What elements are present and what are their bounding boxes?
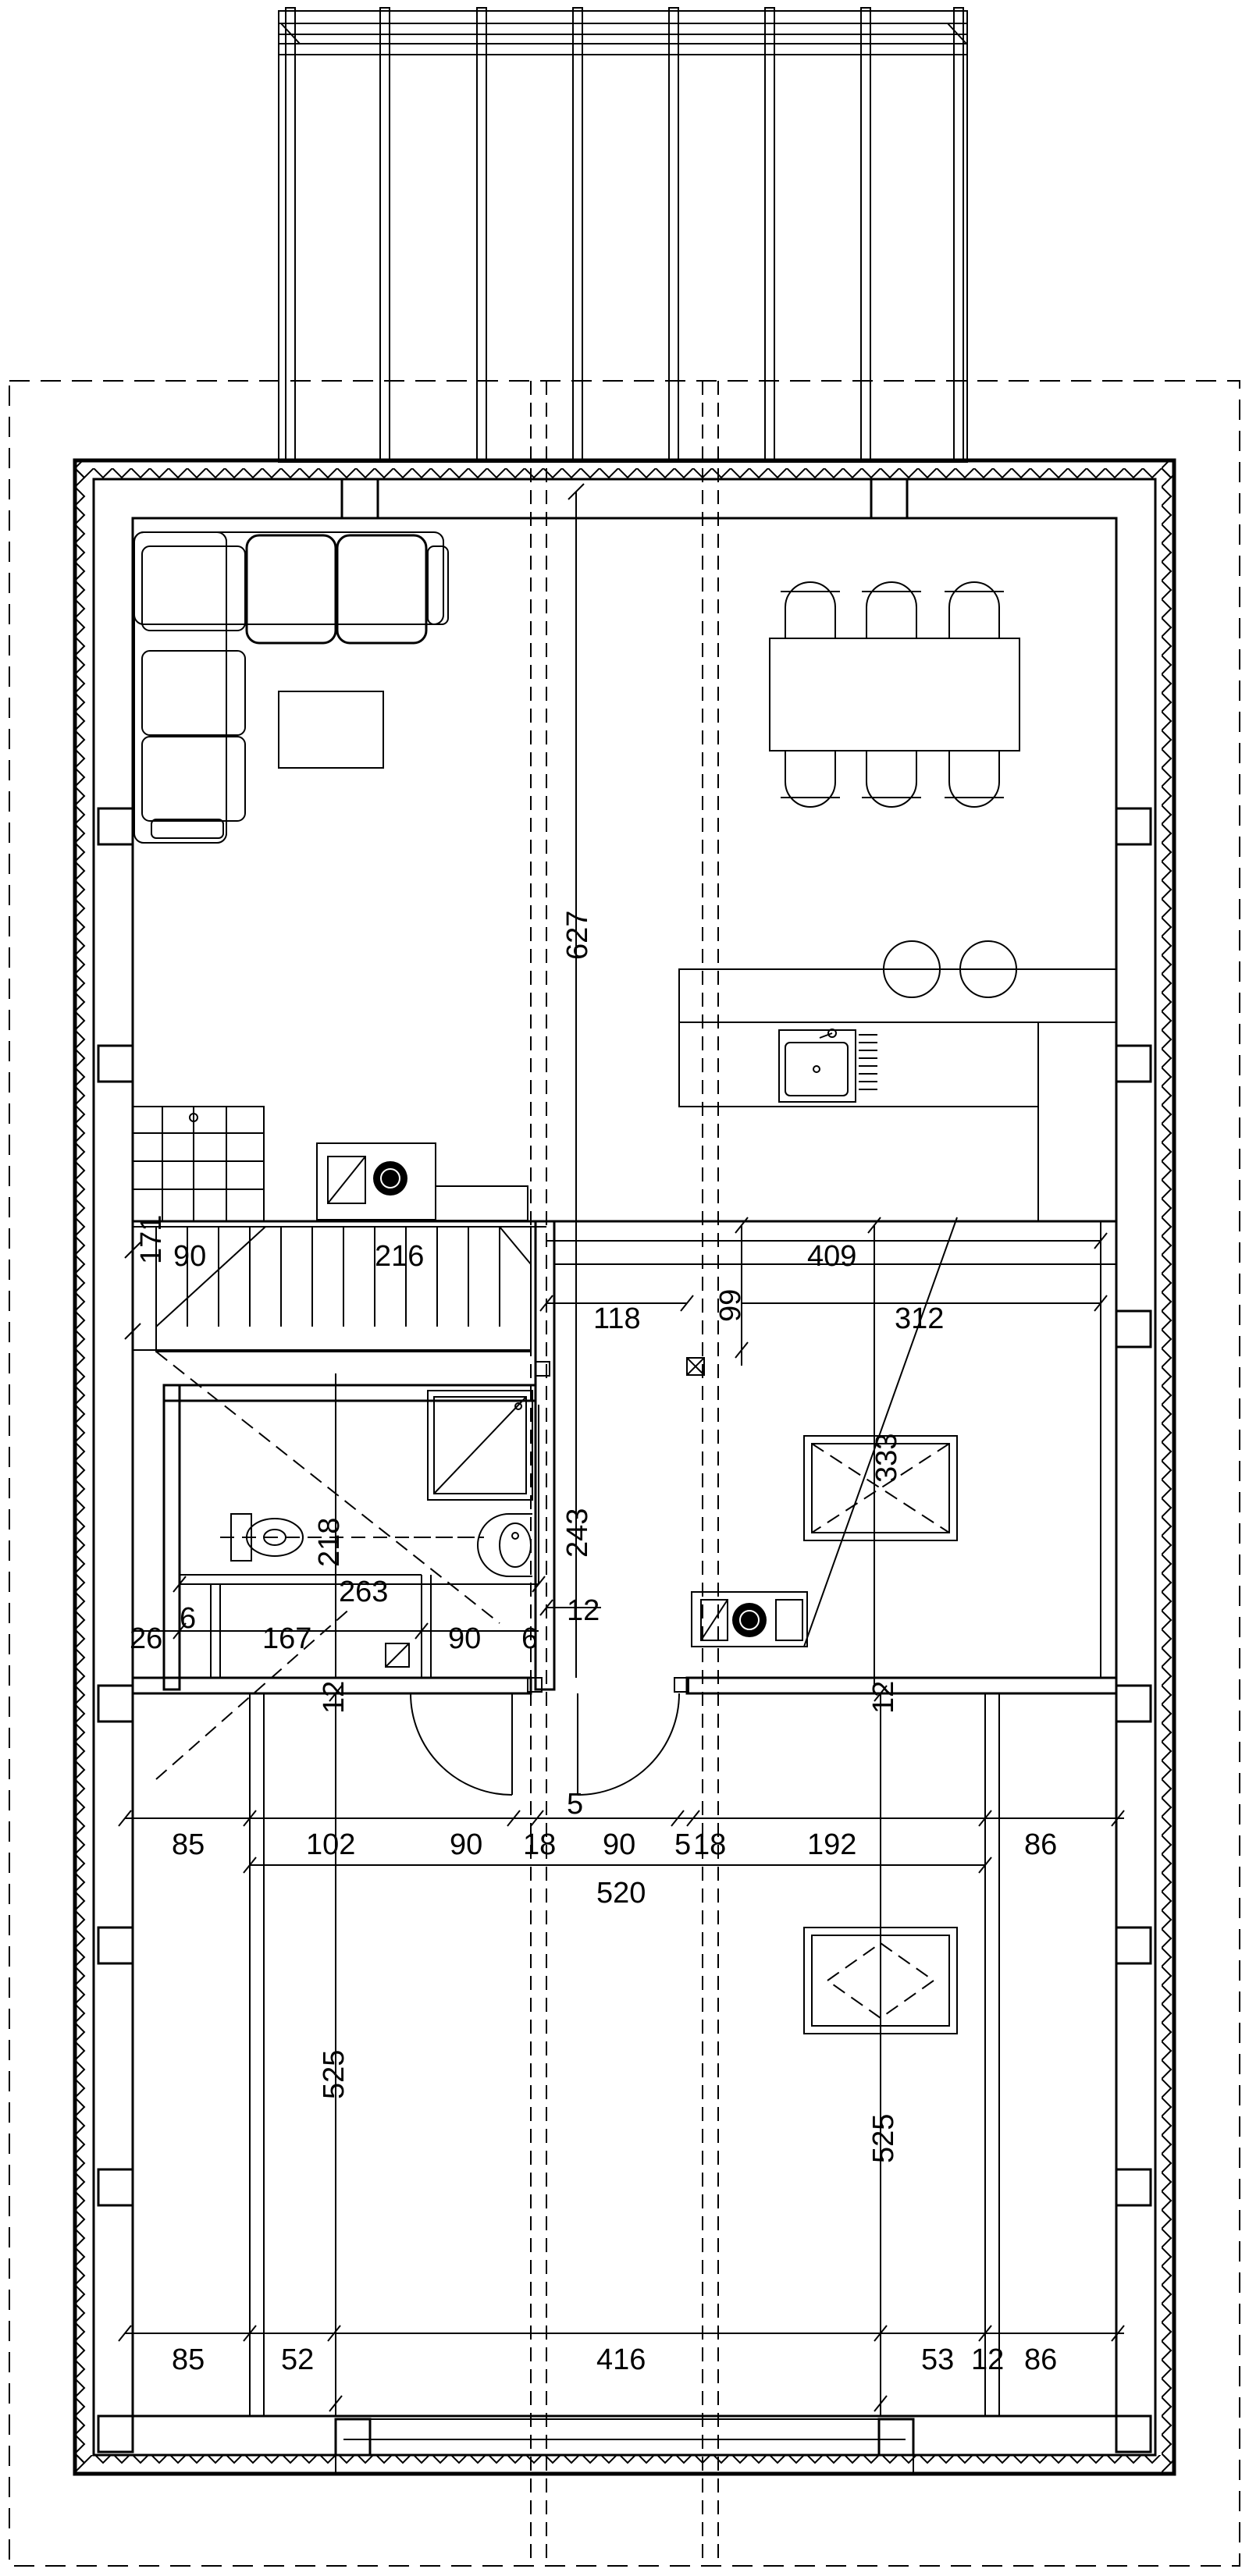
dim-6-left: 6 [180, 1602, 196, 1635]
sink-icon [778, 1029, 877, 1103]
dim-85-bottom: 85 [172, 2343, 205, 2376]
dim-53: 53 [921, 2343, 954, 2376]
dim-90-door-right: 90 [603, 1828, 635, 1861]
dim-171: 171 [135, 1215, 168, 1264]
dining-chairs [781, 581, 1004, 808]
dim-99: 99 [714, 1289, 747, 1322]
roof-outline [9, 380, 1240, 2567]
exterior-walls [73, 458, 1176, 2476]
wall-columns [97, 478, 1152, 2457]
stove-icon [316, 1142, 528, 1221]
dimension-labels: 627 171 90 216 409 118 99 312 333 218 24… [130, 911, 1057, 2376]
dim-102: 102 [306, 1828, 355, 1861]
dim-52: 52 [281, 2343, 314, 2376]
dim-86-bottom: 86 [1024, 2343, 1057, 2376]
dining-set [769, 581, 1020, 808]
stove-icon-right [691, 1591, 808, 1647]
bathroom [220, 1390, 533, 1668]
dim-525-left: 525 [318, 2050, 351, 2099]
dim-12-hall: 12 [567, 1594, 600, 1627]
dim-85-top: 85 [172, 1828, 205, 1861]
dim-312: 312 [895, 1302, 944, 1335]
dimension-lines [118, 483, 1125, 2416]
dim-86-top: 86 [1024, 1828, 1057, 1861]
dim-5-b: 5 [674, 1828, 691, 1861]
skylight-upper [803, 1217, 958, 1647]
dim-192: 192 [807, 1828, 856, 1861]
dim-90-stairs: 90 [173, 1240, 206, 1273]
roof-axis-lines [530, 381, 719, 2566]
dim-243: 243 [561, 1508, 594, 1558]
dim-18-right: 18 [693, 1828, 726, 1861]
dim-90-door-left: 90 [450, 1828, 482, 1861]
staircase [132, 1106, 532, 1780]
dim-12-bottom: 12 [971, 2343, 1004, 2376]
dim-520: 520 [596, 1877, 646, 1910]
dim-333: 333 [870, 1434, 903, 1483]
dim-627: 627 [561, 911, 594, 960]
dim-218: 218 [313, 1518, 346, 1567]
dim-12-left: 12 [318, 1681, 351, 1714]
doors [410, 1357, 705, 1796]
dim-167: 167 [262, 1622, 311, 1655]
pergola-beams [285, 7, 964, 463]
dim-216: 216 [375, 1240, 424, 1273]
kitchen-counter [678, 940, 1117, 1221]
washbasin-icon [477, 1513, 532, 1577]
dim-26: 26 [130, 1622, 162, 1655]
pergola-structure [278, 7, 968, 463]
dim-525-right: 525 [867, 2114, 900, 2163]
dim-118: 118 [593, 1302, 641, 1335]
dim-263: 263 [339, 1576, 388, 1608]
bottom-window [335, 2418, 914, 2475]
dim-12-right: 12 [867, 1681, 900, 1714]
dim-90-bath: 90 [448, 1622, 481, 1655]
dim-6-right: 6 [521, 1622, 538, 1655]
dim-409: 409 [807, 1240, 856, 1273]
coffee-table [278, 691, 384, 769]
sofa [133, 531, 449, 844]
dim-18-left: 18 [523, 1828, 556, 1861]
dim-5-a: 5 [567, 1788, 583, 1821]
dim-416: 416 [596, 2343, 646, 2376]
